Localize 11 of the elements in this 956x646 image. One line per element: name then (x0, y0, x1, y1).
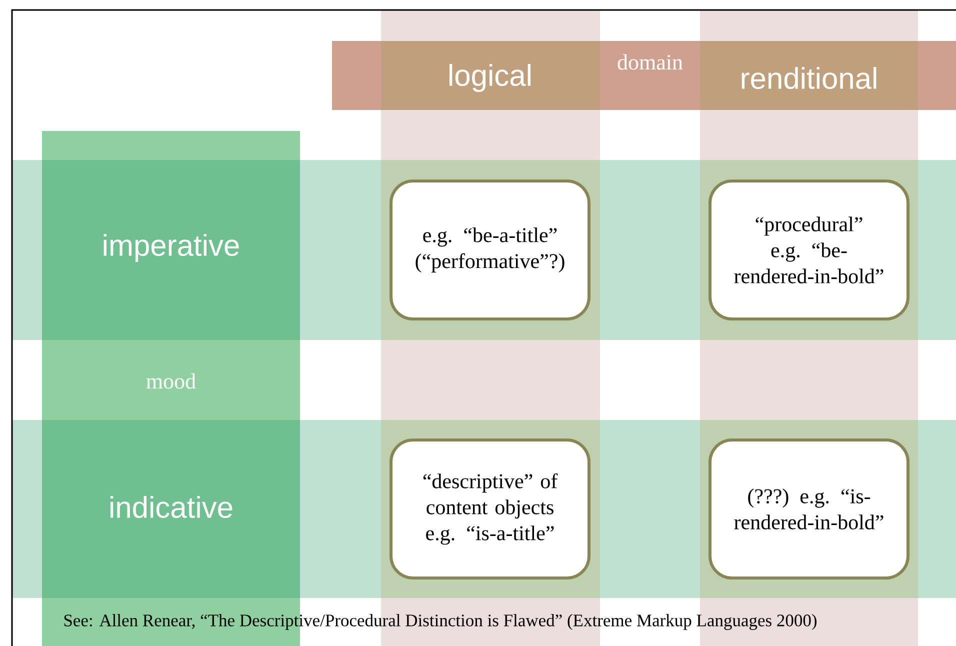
band-label: renditional (742, 67, 876, 90)
band-label: indicative (110, 496, 232, 518)
rounded-box: “descriptive” of content objects e.g. “is-a-title” (390, 438, 590, 580)
caption: See: Allen Renear, “The Descriptive/Procedural Distinction is Flawed” (Extreme Markup Languages 2000) (64, 614, 816, 630)
rounded-box: e.g. “be-a-title” (“performative”?) (390, 180, 590, 320)
band-label: domain (618, 54, 683, 70)
rounded-box: (???) e.g. “is-rendered-in-bold” (708, 438, 910, 580)
band-label: mood (146, 373, 196, 389)
rounded-box: “procedural” e.g. “be-rendered-in-bold” (708, 180, 910, 320)
band-label: logical (450, 64, 530, 92)
band-label: imperative (104, 234, 239, 262)
